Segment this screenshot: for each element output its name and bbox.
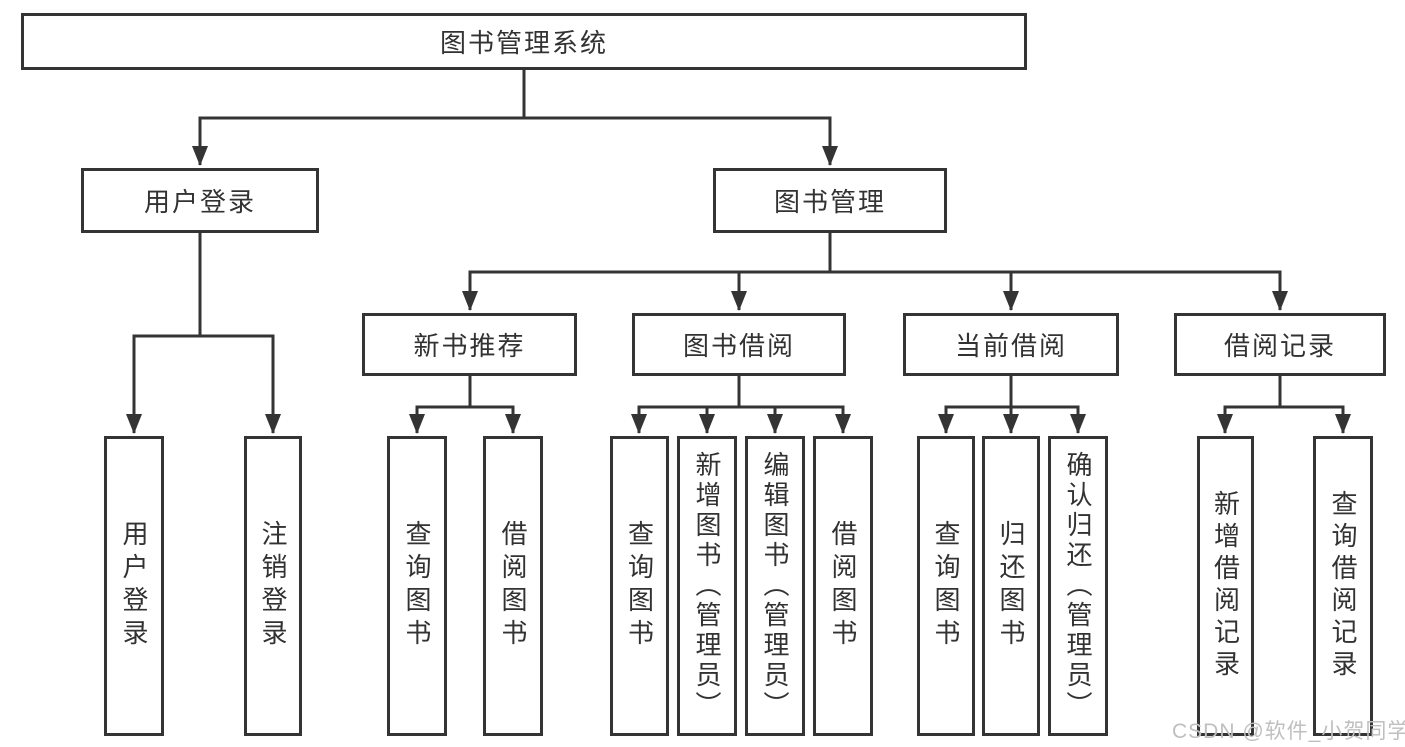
leaf-bb-borrow-book-label: 借阅图书 (828, 520, 859, 652)
node-current-borrow: 当前借阅 (903, 313, 1119, 376)
leaf-bb-add-book-admin: 新增图书（管理员） (677, 436, 737, 736)
leaf-bb-add-book-admin-label: 新增图书（管理员） (692, 451, 723, 721)
leaf-nbr-borrow-book: 借阅图书 (483, 436, 543, 736)
leaf-cb-return-book-label: 归还图书 (996, 520, 1027, 652)
node-root-label: 图书管理系统 (439, 28, 608, 58)
node-user-login-group-label: 用户登录 (143, 187, 256, 217)
leaf-br-query-record: 查询借阅记录 (1313, 436, 1373, 736)
leaf-bb-borrow-book: 借阅图书 (813, 436, 873, 736)
csdn-watermark: CSDN @软件_小贺同学 (1172, 720, 1405, 743)
node-new-book-recommend-label: 新书推荐 (413, 331, 526, 361)
leaf-user-login: 用户登录 (104, 436, 164, 736)
leaf-nbr-borrow-book-label: 借阅图书 (498, 520, 529, 652)
leaf-bb-query-book: 查询图书 (610, 436, 669, 736)
leaf-br-query-record-label: 查询借阅记录 (1328, 490, 1359, 682)
node-book-borrow: 图书借阅 (632, 313, 846, 376)
leaf-cb-query-book: 查询图书 (917, 436, 975, 736)
leaf-bb-edit-book-admin-label: 编辑图书（管理员） (760, 451, 791, 721)
node-book-borrow-label: 图书借阅 (682, 331, 795, 361)
leaf-bb-query-book-label: 查询图书 (624, 520, 655, 652)
node-current-borrow-label: 当前借阅 (954, 331, 1067, 361)
leaf-nbr-query-book: 查询图书 (387, 436, 447, 736)
node-user-login-group: 用户登录 (81, 168, 319, 233)
node-book-management-label: 图书管理 (773, 187, 886, 217)
node-book-management: 图书管理 (713, 168, 947, 233)
leaf-bb-edit-book-admin: 编辑图书（管理员） (745, 436, 805, 736)
leaf-br-add-record: 新增借阅记录 (1197, 436, 1254, 736)
leaf-cb-return-book: 归还图书 (982, 436, 1040, 736)
node-new-book-recommend: 新书推荐 (362, 313, 577, 376)
leaf-cb-confirm-return-admin-label: 确认归还（管理员） (1063, 451, 1094, 721)
node-borrow-records: 借阅记录 (1174, 313, 1386, 376)
leaf-nbr-query-book-label: 查询图书 (402, 520, 433, 652)
leaf-logout: 注销登录 (244, 436, 302, 736)
leaf-user-login-label: 用户登录 (119, 520, 150, 652)
leaf-br-add-record-label: 新增借阅记录 (1210, 490, 1241, 682)
leaf-logout-label: 注销登录 (258, 520, 289, 652)
node-root: 图书管理系统 (21, 13, 1027, 70)
leaf-cb-confirm-return-admin: 确认归还（管理员） (1048, 436, 1108, 736)
node-borrow-records-label: 借阅记录 (1223, 331, 1336, 361)
leaf-cb-query-book-label: 查询图书 (931, 520, 962, 652)
